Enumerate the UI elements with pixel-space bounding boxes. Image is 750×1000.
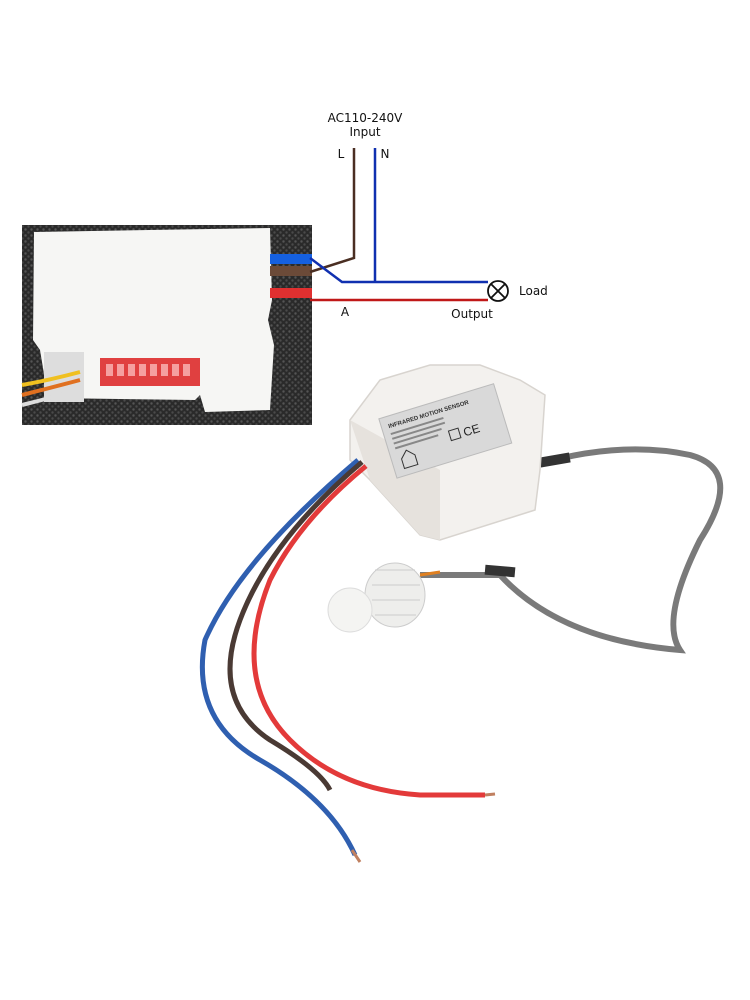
module-back (33, 228, 274, 412)
output-label: Output (451, 307, 493, 321)
ce-mark: CE (462, 421, 482, 439)
neutral-label: N (381, 147, 390, 161)
indoor-use-icon (401, 449, 419, 470)
sensor-product: INFRARED MOTION SENSOR CE (199, 364, 724, 863)
input-label: Input (349, 125, 380, 139)
line-label: L (338, 147, 345, 161)
wiring-diagram (309, 148, 509, 302)
blue-wire (199, 458, 360, 857)
load-label: Load (519, 284, 548, 298)
input-voltage-label: AC110-240V (328, 111, 404, 125)
inset-photo (21, 225, 312, 425)
lamp-load-icon (487, 280, 509, 302)
pir-sensor-head (327, 562, 426, 633)
product-label-plate (378, 383, 513, 479)
neutral-to-load-line (309, 257, 488, 284)
brown-wire (227, 460, 364, 792)
red-wire (251, 464, 485, 798)
live-wire-line (309, 148, 356, 274)
double-insulation-icon (447, 427, 462, 442)
grey-cable (420, 446, 724, 654)
terminal-a-label: A (341, 305, 350, 319)
